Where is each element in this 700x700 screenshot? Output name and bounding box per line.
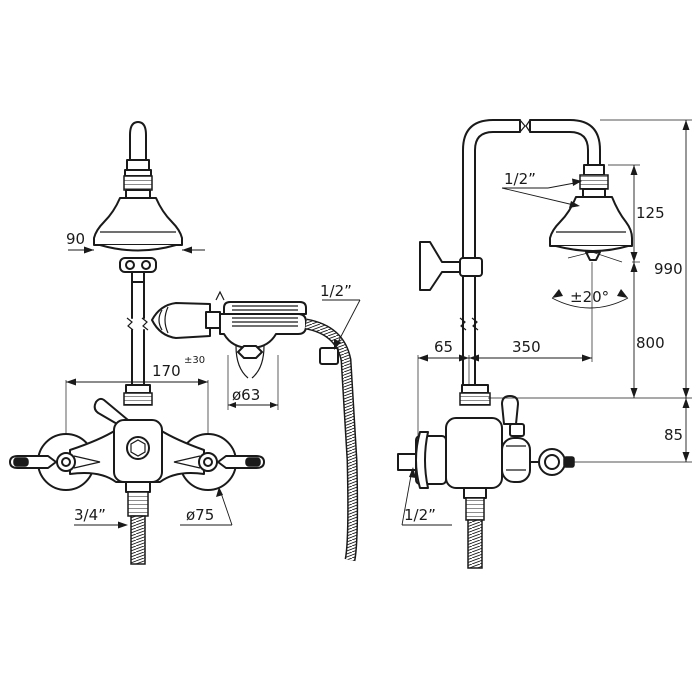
front-swivel [119, 257, 157, 283]
side-shower-head [549, 164, 633, 261]
label-centers: 170 [152, 362, 181, 380]
side-wall-bracket [419, 241, 483, 291]
label-inlet-thread: 3/4” [74, 506, 106, 524]
label-flange-dia: ø75 [186, 506, 214, 524]
dim-head-thread: 1/2” [501, 170, 582, 208]
front-handles [9, 455, 265, 469]
dim-inlet-thread: 3/4” [74, 506, 128, 529]
front-shower-head [93, 197, 183, 252]
label-centers-tolerance: ±30 [184, 355, 205, 366]
front-view: 90 170 ±30 [9, 121, 265, 565]
label-head-thread: 1/2” [504, 170, 536, 188]
label-head-tilt: ±20° [570, 288, 609, 306]
label-head-width: 90 [66, 230, 85, 248]
label-valve-height: 85 [664, 426, 683, 444]
label-head-height: 125 [636, 204, 665, 222]
side-view: 1/2” ±20° [397, 119, 692, 569]
front-mixer-body [37, 419, 237, 491]
side-valve-body [397, 384, 575, 489]
dim-head-width: 90 [66, 230, 205, 254]
label-total-height: 990 [654, 260, 683, 278]
label-handset-dia: ø63 [232, 386, 260, 404]
dim-offsets: 65 350 [417, 262, 593, 440]
hand-shower: ø63 1/2” [151, 282, 361, 562]
dim-verticals: 125 800 990 85 [488, 119, 692, 463]
front-riser-top [123, 121, 153, 199]
dim-wall-thread: 1/2” [401, 467, 452, 526]
dim-head-tilt: ±20° [551, 251, 629, 309]
label-wall-thread: 1/2” [404, 506, 436, 524]
label-pipe-thread-top: 1/2” [320, 282, 352, 300]
label-wall-offset: 65 [434, 338, 453, 356]
label-arm-reach: 350 [512, 338, 541, 356]
dim-flange-dia: ø75 [180, 487, 233, 526]
front-riser-pipe [123, 281, 153, 406]
front-outlet [125, 481, 151, 565]
label-riser-height: 800 [636, 334, 665, 352]
dim-centers: 170 ±30 [65, 355, 209, 440]
side-outlet [463, 487, 487, 569]
